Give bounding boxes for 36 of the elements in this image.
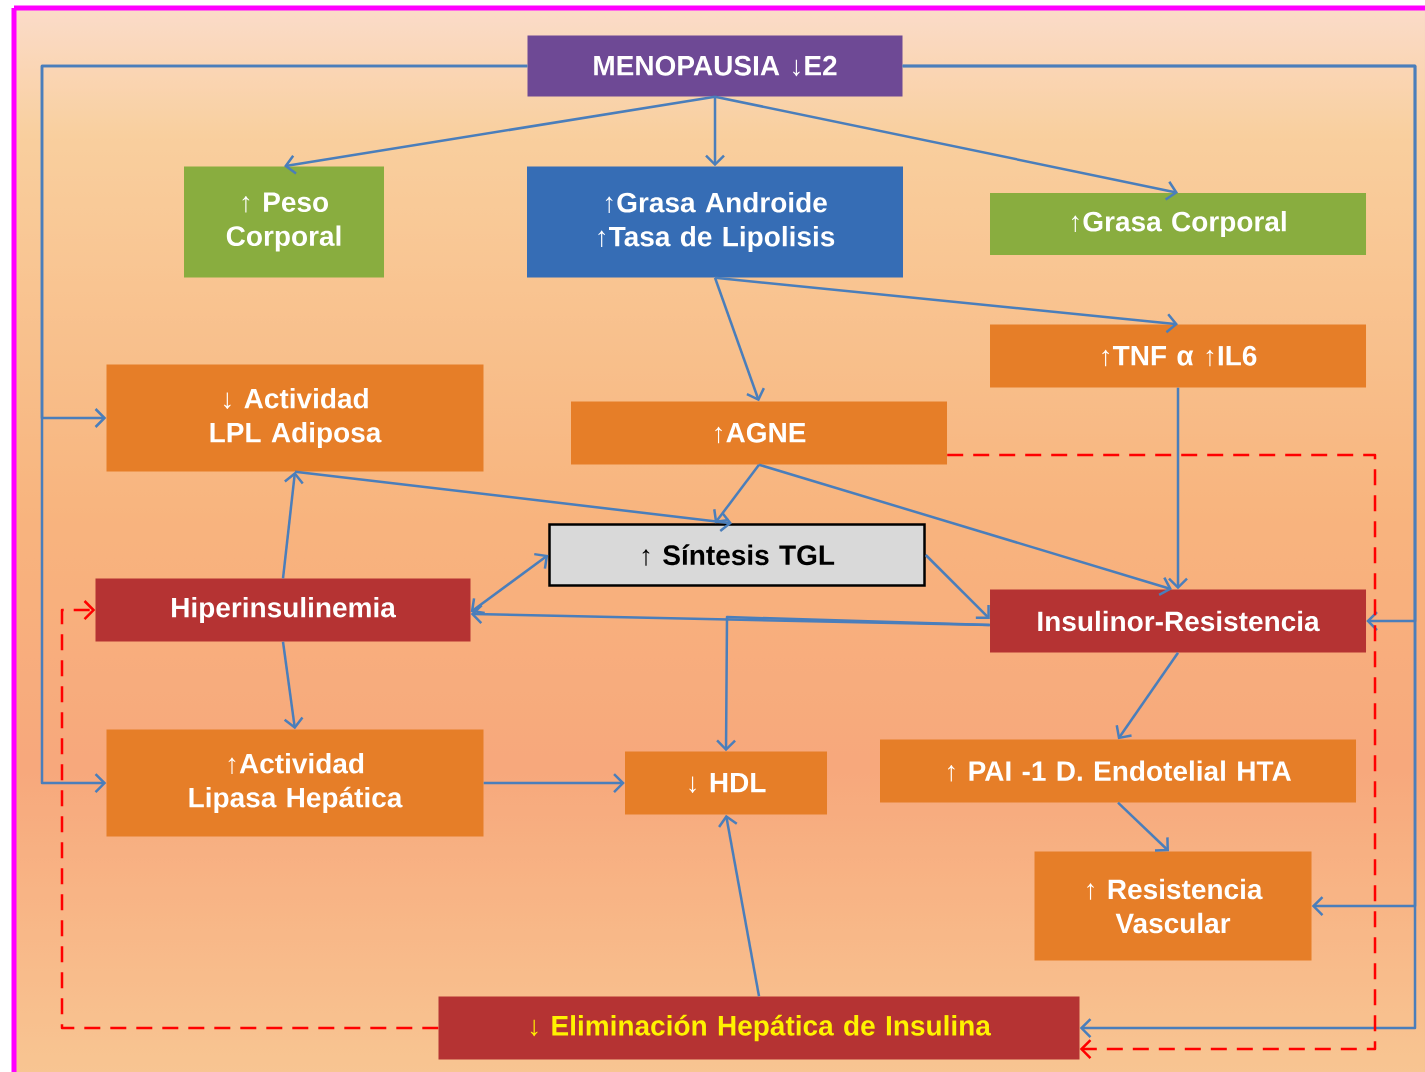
process-box: ↑Actividad Lipasa Hepática	[106, 729, 484, 837]
arrow	[947, 453, 1377, 1059]
process-box: ↓ HDL	[625, 751, 827, 815]
process-box: Hiperinsulinemia	[95, 578, 471, 642]
arrow	[758, 463, 1172, 596]
process-box: ↑ PAI -1 D. Endotelial HTA	[880, 739, 1356, 803]
arrow	[1168, 387, 1188, 590]
arrow	[281, 641, 304, 730]
arrow	[714, 95, 1178, 201]
arrow	[924, 554, 990, 619]
process-box: ↑ Resistencia Vascular	[1034, 851, 1312, 961]
process-box: ↑Grasa Corporal	[990, 193, 1366, 255]
process-box: ↓ Actividad LPL Adiposa	[106, 364, 484, 472]
process-box: ↑TNF α ↑IL6	[990, 324, 1366, 388]
process-box: ↓ Eliminación Hepática de Insulina	[438, 996, 1080, 1060]
arrow	[1115, 652, 1180, 740]
process-box: ↑Grasa Androide ↑Tasa de Lipolisis	[527, 166, 903, 278]
arrow	[1117, 801, 1169, 852]
process-box: ↑AGNE	[571, 401, 947, 465]
title-box: MENOPAUSIA ↓E2	[527, 35, 903, 97]
arrow	[716, 615, 990, 752]
arrow	[294, 470, 732, 532]
process-box: Insulinor-Resistencia	[990, 589, 1366, 653]
arrow	[705, 96, 725, 167]
arrow	[713, 463, 760, 524]
arrow	[284, 95, 716, 175]
arrow	[281, 471, 304, 579]
process-box: ↑ Peso Corporal	[184, 166, 384, 278]
arrow	[40, 64, 528, 793]
arrow	[483, 773, 625, 793]
arrow	[713, 277, 765, 402]
arrow	[60, 600, 439, 1030]
arrow	[718, 814, 761, 997]
arrow	[714, 276, 1178, 334]
arrow	[470, 552, 549, 615]
process-box: ↑ Síntesis TGL	[548, 523, 926, 587]
